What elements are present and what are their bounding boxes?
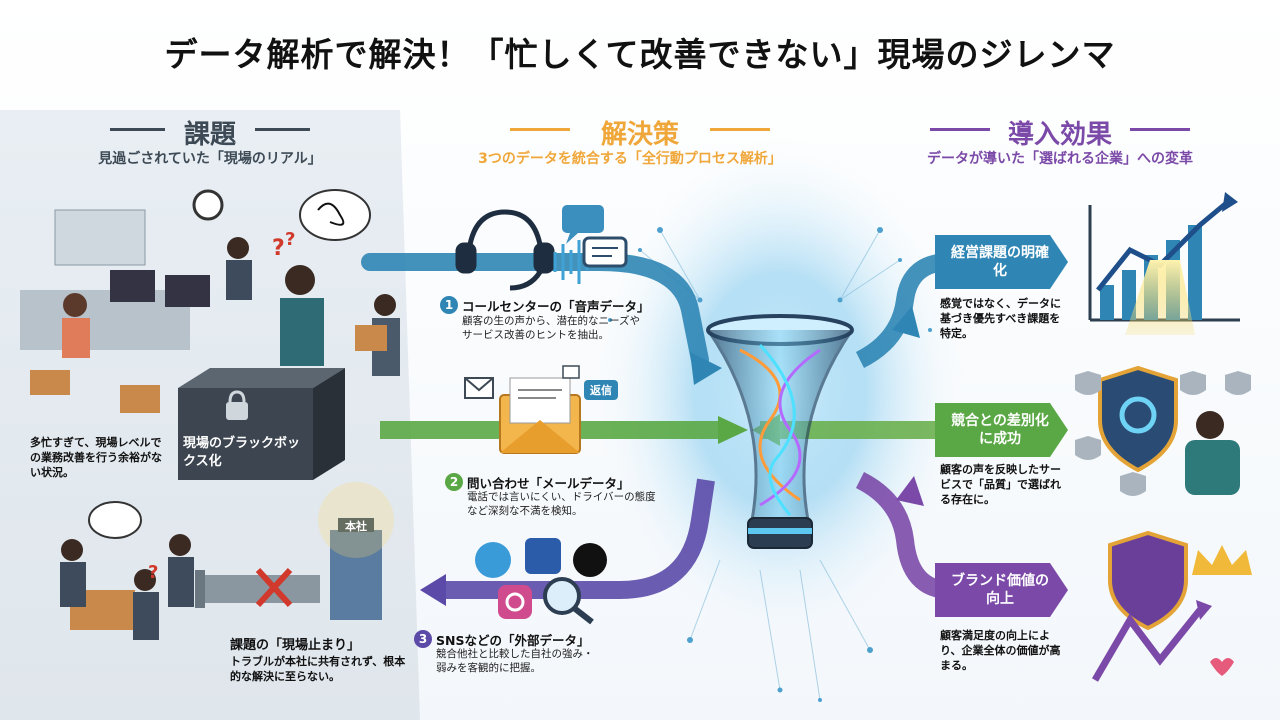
effect-stream-top xyxy=(855,253,951,369)
solution-heading-block: 解決策 xyxy=(510,114,770,151)
problem-subtitle: 見過ごされていた「現場のリアル」 xyxy=(98,151,322,167)
stuck-issue-illustration: ? xyxy=(60,482,394,640)
effect-stream-bottom xyxy=(855,471,951,599)
step-3-number: 3 xyxy=(414,630,432,648)
envelope-icon xyxy=(464,365,581,454)
reply-badge-bg xyxy=(584,380,618,400)
twitter-icon xyxy=(475,542,511,578)
effect-label-bg-2 xyxy=(935,403,1068,457)
solution-heading: 解決策 xyxy=(600,120,679,150)
solution-heading-line-left xyxy=(510,128,570,131)
brand-crown-illustration xyxy=(1091,530,1252,682)
blackbox-label: 現場のブラックボックス化 xyxy=(183,436,301,469)
effect-heading-line-left xyxy=(930,128,990,131)
headset-icon xyxy=(455,209,555,291)
problem-heading-line-left xyxy=(110,128,165,131)
step-2-number: 2 xyxy=(445,473,463,491)
effect-heading: 導入効果 xyxy=(1007,120,1112,150)
effect-label-bg-1 xyxy=(935,235,1068,289)
problem-heading-line-right xyxy=(255,128,310,131)
shield-person-illustration xyxy=(1075,365,1251,496)
busy-office-illustration: ? ? xyxy=(20,189,400,413)
step-1-number: 1 xyxy=(440,296,458,314)
effect-subtitle: データが導いた「選ばれる企業」への変革 xyxy=(927,151,1193,167)
effect-2-desc: 顧客の声を反映したサービスで「品質」で選ばれる存在に。 xyxy=(940,463,1061,506)
step-2-title: 問い合わせ「メールデータ」 xyxy=(467,476,630,491)
effect-1-desc: 感覚ではなく、データに基づき優先すべき課題を特定。 xyxy=(940,297,1061,340)
effect-label-bg-3 xyxy=(935,563,1068,617)
effect-3-label: ブランド価値の向上 xyxy=(951,573,1049,607)
solution-heading-line-right xyxy=(710,128,770,131)
chat-bubble-icon xyxy=(562,205,628,268)
step-1-title: コールセンターの「音声データ」 xyxy=(462,299,650,314)
effect-1-label: 経営課題の明確化 xyxy=(951,245,1049,279)
growth-chart-illustration xyxy=(1088,192,1240,335)
problem-heading: 課題 xyxy=(183,120,236,150)
problem-heading-block: 課題 xyxy=(110,114,310,151)
effect-3-desc: 顧客満足度の向上により、企業全体の価値が高まる。 xyxy=(940,629,1061,672)
facebook-icon xyxy=(525,538,561,574)
magnifier-icon xyxy=(543,577,594,625)
step-3-title: SNSなどの「外部データ」 xyxy=(436,633,590,648)
step-1-desc: 顧客の生の声から、潜在的なニーズやサービス改善のヒントを抽出。 xyxy=(462,315,640,341)
hq-label: 本社 xyxy=(345,520,367,533)
step-2-desc: 電話では言いにくい、ドライバーの態度など深刻な不満を検知。 xyxy=(467,491,656,517)
stuck-issue-desc: トラブルが本社に共有されず、根本的な解決に至らない。 xyxy=(230,655,406,683)
effect-heading-line-right xyxy=(1130,128,1190,131)
instagram-icon xyxy=(498,585,532,619)
effect-2-label: 競合との差別化に成功 xyxy=(951,413,1049,447)
analysis-funnel xyxy=(706,314,854,549)
stuck-issue-title: 課題の「現場止まり」 xyxy=(230,638,361,653)
effect-heading-block: 導入効果 xyxy=(930,114,1190,151)
external-data-stream xyxy=(440,478,715,599)
network-nodes xyxy=(608,227,932,702)
page-title: データ解析で解決！「忙しくて改善できない」現場のジレンマ xyxy=(164,35,1116,74)
solution-subtitle: 3つのデータを統合する「全行動プロセス解析」 xyxy=(478,151,782,167)
reply-badge: 返信 xyxy=(590,384,612,397)
tiktok-icon xyxy=(573,543,607,577)
black-box-illustration xyxy=(178,368,345,480)
busy-problem-text: 多忙すぎて、現場レベルでの業務改善を行う余裕がない状況。 xyxy=(30,436,162,479)
svg-text:?: ? xyxy=(272,236,285,261)
step-3-desc: 競合他社と比較した自社の強み・弱みを客観的に把握。 xyxy=(436,648,594,674)
svg-text:?: ? xyxy=(148,562,158,583)
svg-text:?: ? xyxy=(285,229,295,250)
